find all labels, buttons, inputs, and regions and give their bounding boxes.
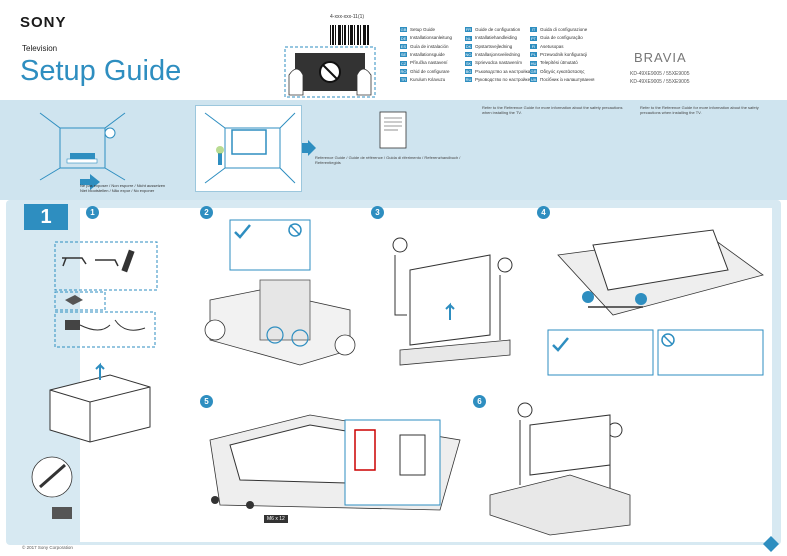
language-label: Telepítési útmutató [540,60,578,66]
language-code: NO [465,52,472,58]
barcode [330,25,369,45]
sub-step-2: 2 [200,206,213,219]
language-label: Guía de instalación [410,43,449,49]
language-label: Installasjonsveiledning [475,51,521,57]
arrow-right-icon [302,140,316,156]
language-label: Ghid de configurare [410,68,450,74]
language-label: Installationsanleitung [410,35,453,41]
step-6-illustration [489,402,631,536]
language-code: ES [400,43,407,49]
language-label: Guide de configuration [475,27,521,32]
sub-step-6: 6 [473,395,486,408]
language-code: BG [465,68,472,74]
reference-guide-icon [379,111,407,149]
language-code: DE [400,35,407,41]
language-code: RU [465,77,472,83]
language-label: Руководство по настройке [475,76,531,82]
model-number: KD-49XE9005 / 55XE9005 [630,79,690,85]
recycle-icon [763,536,779,552]
language-code: SK [465,60,472,66]
step-3-illustration [392,237,513,366]
box-open-illustration [49,362,151,443]
model-number: KD-49XE9005 / 55XE9005 [630,71,690,77]
language-code: HU [530,60,537,66]
language-label: Installatiehandleiding [475,35,518,41]
sub-step-5: 5 [200,395,213,408]
language-code: GR [530,68,537,74]
screwdriver-illustration [31,456,73,519]
language-code: PL [530,52,537,58]
sub-step-4: 4 [537,206,550,219]
language-label: Asetusopas [540,43,564,49]
language-code: GB [400,27,407,33]
intro-text-left: Refer to the Reference Guide for more in… [482,105,623,115]
language-code: PT [530,35,537,41]
language-label: Ръководство за настройка [475,68,531,74]
bravia-logo: BRAVIA [634,50,687,65]
step-2-illustration [204,219,356,366]
language-code: RO [400,68,407,74]
language-code: TR [400,77,407,83]
language-code: FR [465,27,472,33]
do-not-press-screen-illustration [284,46,376,98]
language-label: Opstartsvejledning [475,43,513,49]
language-code: SE [400,52,407,58]
language-code: CZ [400,60,407,66]
accessories-illustration [54,241,158,348]
language-label: Sprievodca nastavením [475,60,523,66]
language-code: FI [530,43,537,49]
step-5-illustration [209,414,461,511]
page-title: Setup Guide [20,55,182,87]
sub-step-1: 1 [86,206,99,219]
reference-note: Reference Guide / Guide de référence / G… [315,155,461,165]
room-placement-illustration [39,112,126,190]
language-label: Przewodnik konfiguracji [540,51,588,57]
language-label: Guida di configurazione [540,27,588,32]
copyright: © 2017 Sony Corporation [22,545,73,550]
language-label: Installationsguide [410,51,445,57]
language-label: Příručka nastavení [410,60,448,66]
screw-label: M6 x 12 [264,515,288,523]
language-label: Setup Guide [410,27,436,32]
part-number: 4-xxx-xxx-11(1) [330,14,365,20]
language-label: Οδηγός εγκατάστασης [540,68,585,74]
left-caption: Ne pas exposer / Non esporre / Nicht aus… [80,183,166,193]
step-4-illustration [547,229,764,376]
language-code: NL [465,35,472,41]
brand-logo: SONY [20,14,67,31]
language-label: Guia de configuração [540,35,583,41]
wall-mount-illustration [204,112,296,184]
language-label: Kurulum Kılavuzu [410,76,446,82]
product-label: Television [22,44,58,53]
language-code: DK [465,43,472,49]
language-code: IT [530,27,537,33]
language-label: Посібник із налаштування [540,76,595,82]
intro-text-right: Refer to the Reference Guide for more in… [640,105,759,115]
language-code: UA [530,77,537,83]
step-number: 1 [24,204,68,230]
sub-step-3: 3 [371,206,384,219]
